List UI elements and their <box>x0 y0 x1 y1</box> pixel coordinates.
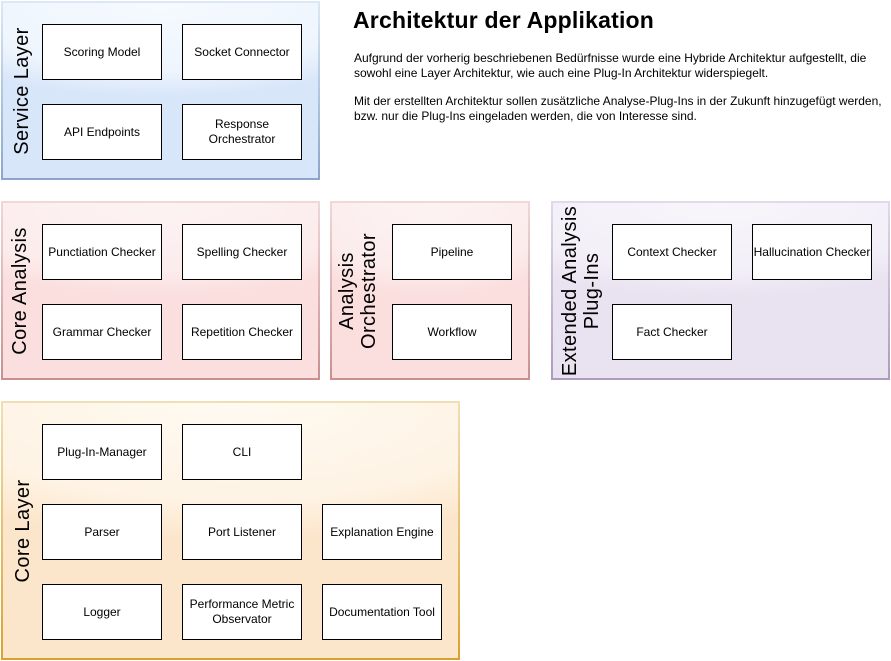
group-extended-analysis-plug-ins[interactable]: Extended Analysis Plug-Ins Context Check… <box>551 201 890 380</box>
node-plug-in-manager[interactable]: Plug-In-Manager <box>42 424 162 480</box>
group-analysis-orchestrator[interactable]: Analysis Orchestrator Pipeline Workflow <box>330 201 530 380</box>
node-hallucination-checker[interactable]: Hallucination Checker <box>752 224 872 280</box>
node-label: Grammar Checker <box>52 324 152 339</box>
node-label: CLI <box>232 444 252 459</box>
group-label-extended-analysis-plug-ins: Extended Analysis Plug-Ins <box>559 205 603 376</box>
node-workflow[interactable]: Workflow <box>392 304 512 360</box>
intro-paragraph-2: Mit der erstellten Architektur sollen zu… <box>354 94 882 123</box>
page-title: Architektur der Applikation <box>353 7 655 33</box>
group-core-layer[interactable]: Core Layer Plug-In-Manager CLI Parser Po… <box>1 401 460 660</box>
node-socket-connector[interactable]: Socket Connector <box>182 24 302 80</box>
node-scoring-model[interactable]: Scoring Model <box>42 24 162 80</box>
group-core-analysis[interactable]: Core Analysis Punctiation Checker Spelli… <box>1 201 320 380</box>
node-explanation-engine[interactable]: Explanation Engine <box>322 504 442 560</box>
node-pipeline[interactable]: Pipeline <box>392 224 512 280</box>
node-label: Documentation Tool <box>329 604 435 619</box>
description-block: Architektur der Applikation Aufgrund der… <box>353 7 891 142</box>
node-label: Pipeline <box>430 244 474 259</box>
node-label: API Endpoints <box>63 124 141 139</box>
node-documentation-tool[interactable]: Documentation Tool <box>322 584 442 640</box>
node-label: Explanation Engine <box>330 524 434 539</box>
node-response-orchestrator[interactable]: Response Orchestrator <box>182 104 302 160</box>
node-label: Port Listener <box>207 524 277 539</box>
node-label: Workflow <box>427 324 477 339</box>
group-label-service-layer: Service Layer <box>11 26 33 155</box>
node-label: Repetition Checker <box>190 324 294 339</box>
node-label: Performance Metric Observator <box>189 597 295 626</box>
node-label: Context Checker <box>627 244 717 259</box>
node-label: Scoring Model <box>63 44 141 59</box>
node-logger[interactable]: Logger <box>42 584 162 640</box>
node-context-checker[interactable]: Context Checker <box>612 224 732 280</box>
node-label: Socket Connector <box>194 44 290 59</box>
node-label: Parser <box>84 524 120 539</box>
intro-paragraph-1: Aufgrund der vorherig beschriebenen Bedü… <box>354 51 867 80</box>
node-punctiation-checker[interactable]: Punctiation Checker <box>42 224 162 280</box>
node-spelling-checker[interactable]: Spelling Checker <box>182 224 302 280</box>
node-label: Logger <box>83 604 121 619</box>
group-label-analysis-orchestrator: Analysis Orchestrator <box>336 232 380 349</box>
node-grammar-checker[interactable]: Grammar Checker <box>42 304 162 360</box>
node-parser[interactable]: Parser <box>42 504 162 560</box>
node-label: Spelling Checker <box>196 244 288 259</box>
node-fact-checker[interactable]: Fact Checker <box>612 304 732 360</box>
node-label: Fact Checker <box>636 324 708 339</box>
node-performance-metric-observator[interactable]: Performance Metric Observator <box>182 584 302 640</box>
node-port-listener[interactable]: Port Listener <box>182 504 302 560</box>
group-label-core-layer: Core Layer <box>12 479 34 582</box>
group-service-layer[interactable]: Service Layer Scoring Model Socket Conne… <box>1 1 320 180</box>
node-label: Plug-In-Manager <box>57 444 147 459</box>
node-label: Punctiation Checker <box>48 244 156 259</box>
node-label: Hallucination Checker <box>753 244 871 259</box>
node-repetition-checker[interactable]: Repetition Checker <box>182 304 302 360</box>
group-label-core-analysis: Core Analysis <box>9 226 31 355</box>
node-api-endpoints[interactable]: API Endpoints <box>42 104 162 160</box>
node-label: Response Orchestrator <box>208 117 276 146</box>
node-cli[interactable]: CLI <box>182 424 302 480</box>
